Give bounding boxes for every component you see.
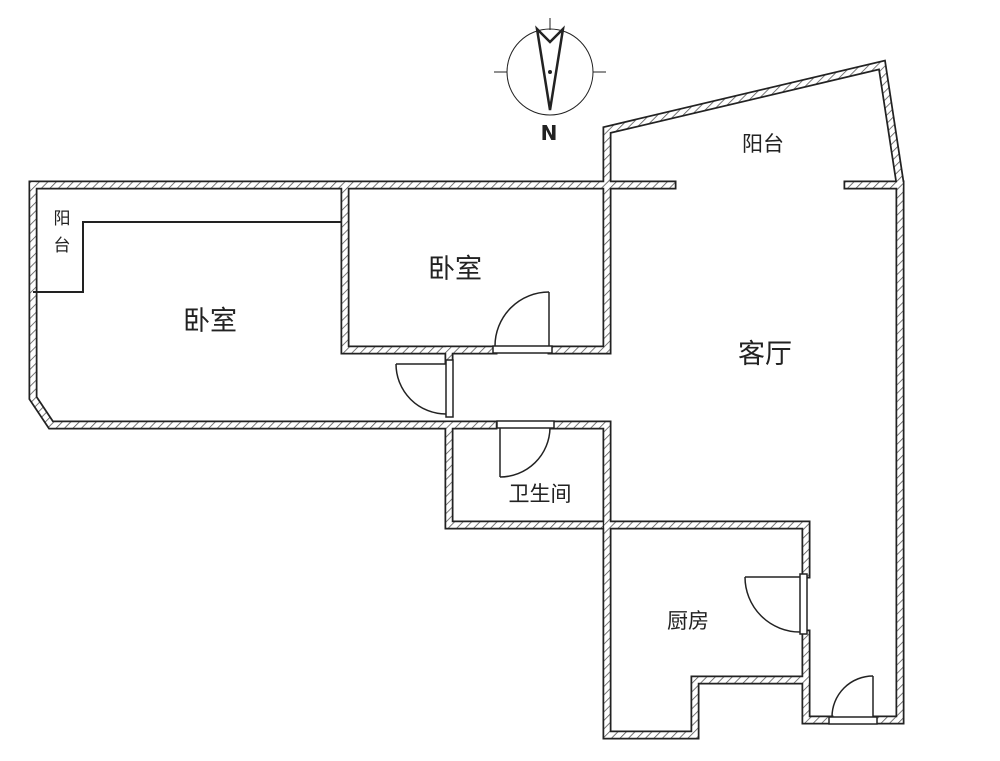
- balcony-partition-line: [33, 221, 341, 293]
- north-compass-icon: [494, 18, 606, 116]
- bedroom-door[interactable]: [492, 291, 553, 354]
- wall-segment: [444, 420, 605, 530]
- room-label-kitchen: 厨房: [667, 609, 709, 633]
- wall-segment: [604, 522, 809, 738]
- room-label-balcony: 阳台: [742, 132, 784, 156]
- wall-segment: [551, 422, 610, 528]
- room-label-balcony-left-2: 台: [54, 236, 71, 256]
- wall-segment: [446, 422, 603, 528]
- entrance-door[interactable]: [828, 675, 878, 725]
- wall-segment: [342, 182, 496, 353]
- wall-segment: [549, 420, 612, 530]
- bedroom-large-door[interactable]: [395, 359, 454, 418]
- room-label-bathroom: 卫生间: [509, 482, 572, 506]
- doors: [395, 291, 878, 725]
- room-label-living-room: 客厅: [738, 339, 792, 370]
- room-label-bedroom-large: 卧室: [183, 306, 237, 337]
- room-label-balcony-left-1: 阳: [54, 209, 71, 229]
- walls: [28, 59, 905, 740]
- wall-segment: [803, 631, 832, 723]
- compass-north-label: N: [541, 121, 558, 145]
- wall-segment: [549, 61, 903, 723]
- kitchen-door[interactable]: [744, 573, 808, 635]
- room-label-bedroom-small: 卧室: [428, 254, 482, 285]
- bathroom-door[interactable]: [496, 420, 555, 478]
